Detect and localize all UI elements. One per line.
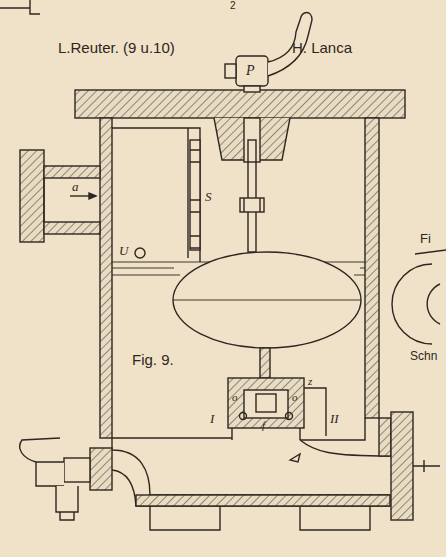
section-label: Schn	[410, 350, 437, 362]
part-letter: z	[308, 376, 312, 387]
figure-title: H. Lanca	[292, 40, 352, 55]
figure-label: Fi	[420, 232, 431, 245]
part-letter: P	[246, 64, 255, 78]
part-letter: a	[72, 180, 79, 193]
part-letter: f	[262, 420, 265, 431]
figure-title: L.Reuter. (9 u.10)	[58, 40, 175, 55]
part-letter: o	[232, 392, 238, 403]
part-letter: S	[205, 190, 212, 203]
page-fragment: 2	[230, 1, 236, 11]
part-letter: o	[292, 392, 298, 403]
part-letter: I	[210, 412, 214, 425]
part-letter: II	[330, 412, 339, 425]
figure-label: Fig. 9.	[132, 352, 174, 367]
part-letter: U	[119, 244, 128, 257]
